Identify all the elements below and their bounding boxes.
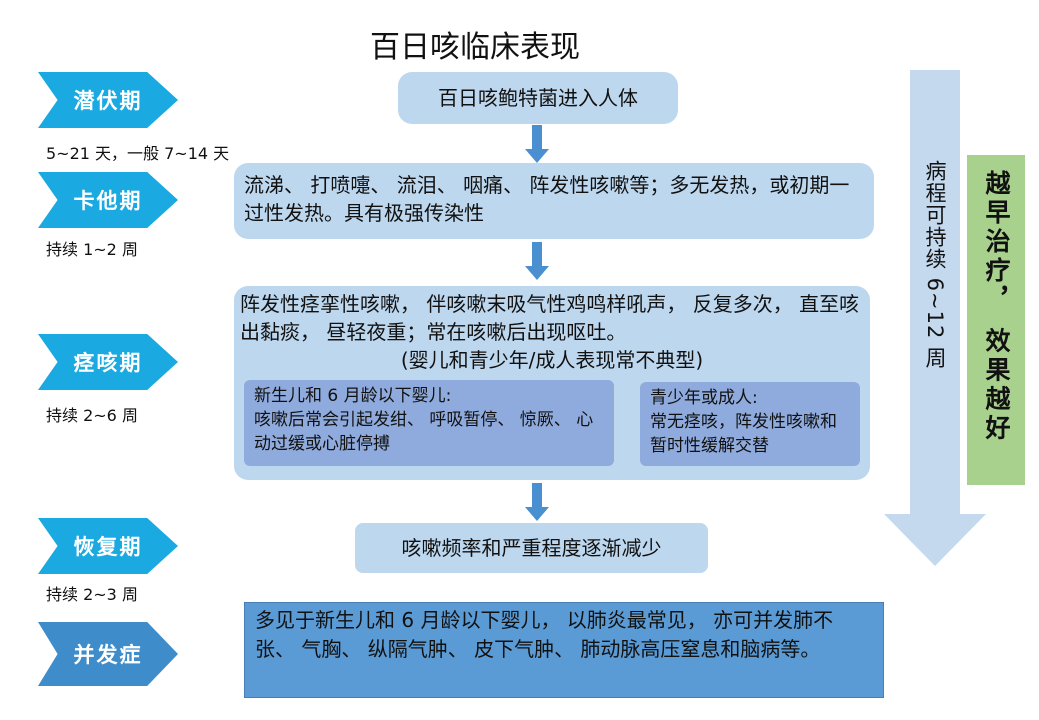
duration-arrow-icon (884, 70, 986, 566)
infant-title: 新生儿和 6 月龄以下婴儿: (254, 386, 452, 406)
paroxysmal-subnote: (婴儿和青少年/成人表现常不典型) (400, 348, 704, 372)
paroxysmal-text: 阵发性痉挛性咳嗽， 伴咳嗽末吸气性鸡鸣样吼声， 反复多次， 直至咳出黏痰， 昼轻… (240, 292, 860, 344)
stage-incubation-note: 5~21 天，一般 7~14 天 (46, 144, 230, 163)
stage-complication: 并发症 (38, 622, 178, 686)
arrow-down-icon (525, 242, 549, 280)
arrow-down-icon (525, 125, 549, 163)
arrow-down-icon (525, 483, 549, 521)
paroxysmal-box: 阵发性痉挛性咳嗽， 伴咳嗽末吸气性鸡鸣样吼声， 反复多次， 直至咳出黏痰， 昼轻… (234, 286, 870, 480)
catarrhal-box: 流涕、 打喷嚏、 流泪、 咽痛、 阵发性咳嗽等；多无发热，或初期一过性发热。具有… (234, 163, 874, 239)
recovery-box: 咳嗽频率和严重程度逐渐减少 (355, 523, 708, 573)
infant-box: 新生儿和 6 月龄以下婴儿: 咳嗽后常会引起发绀、 呼吸暂停、 惊厥、 心动过缓… (244, 380, 614, 466)
adult-box: 青少年或成人: 常无痉咳，阵发性咳嗽和暂时性缓解交替 (640, 382, 860, 466)
page-title: 百日咳临床表现 (370, 30, 580, 65)
stage-recovery: 恢复期 (38, 518, 178, 574)
adult-text: 常无痉咳，阵发性咳嗽和暂时性缓解交替 (650, 412, 837, 456)
stage-recovery-note: 持续 2~3 周 (46, 585, 138, 604)
infant-text: 咳嗽后常会引起发绀、 呼吸暂停、 惊厥、 心动过缓或心脏停搏 (254, 410, 594, 454)
advice-text: 越早治疗， 效果越好 (982, 170, 1011, 444)
stage-catarrhal: 卡他期 (38, 172, 178, 228)
incubation-box: 百日咳鲍特菌进入人体 (398, 72, 678, 124)
complication-box: 多见于新生儿和 6 月龄以下婴儿， 以肺炎最常见， 亦可并发肺不张、 气胸、 纵… (244, 602, 884, 698)
stage-catarrhal-note: 持续 1~2 周 (46, 240, 138, 259)
adult-title: 青少年或成人: (650, 388, 758, 408)
advice-box: 越早治疗， 效果越好 (967, 155, 1025, 485)
duration-label: 病程可持续 6~12 周 (923, 160, 947, 370)
stage-paroxysmal: 痉咳期 (38, 334, 178, 390)
stage-paroxysmal-note: 持续 2~6 周 (46, 406, 138, 425)
stage-incubation: 潜伏期 (38, 72, 178, 128)
